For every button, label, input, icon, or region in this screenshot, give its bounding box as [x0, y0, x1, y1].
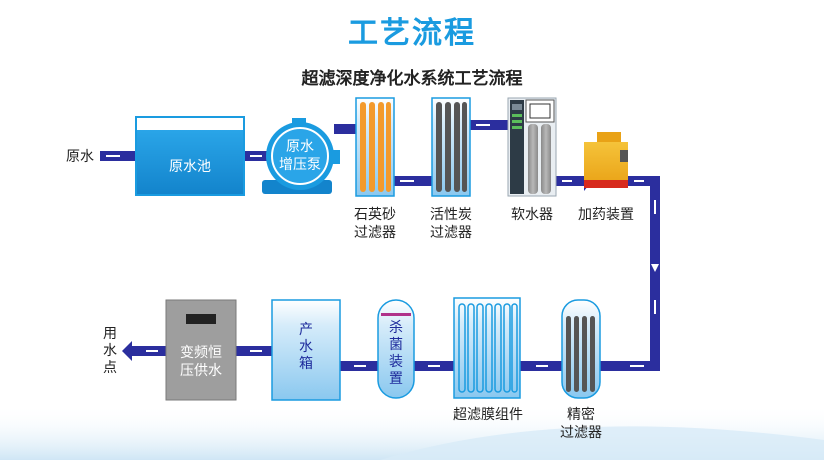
- quartz-sand-filter: [355, 97, 395, 197]
- precision-filter-label: 精密 过滤器: [560, 407, 602, 441]
- softener-label: 软水器: [511, 207, 553, 223]
- dosing-label: 加药装置: [578, 207, 634, 223]
- sterilizer-label: 杀菌装置: [389, 320, 403, 387]
- diagram-subtitle: 超滤深度净化水系统工艺流程: [301, 69, 523, 89]
- sterilizer: [377, 299, 415, 399]
- product-water-tank: [271, 299, 341, 401]
- raw-water-label: 原水: [66, 149, 94, 165]
- vfd-water-supply: [165, 299, 237, 401]
- activated-carbon-filter: [431, 97, 471, 197]
- booster-pump: [262, 118, 340, 194]
- product-tank-label: 产水箱: [299, 322, 313, 372]
- vfd-label: 变频恒 压供水: [180, 345, 222, 379]
- pump-label: 原水 增压泵: [279, 139, 321, 173]
- page-title: 工艺流程: [348, 16, 476, 51]
- raw-pool-label: 原水池: [169, 159, 211, 175]
- uf-module-label: 超滤膜组件: [453, 407, 523, 423]
- dosing-device: [584, 132, 628, 188]
- uf-membrane-module: [453, 297, 521, 399]
- carbon-filter-label: 活性炭 过滤器: [430, 207, 472, 241]
- quartz-filter-label: 石英砂 过滤器: [354, 207, 396, 241]
- raw-water-pool: [135, 116, 245, 196]
- use-point-label: 用水点: [103, 326, 117, 376]
- precision-filter: [561, 299, 601, 399]
- water-softener: [507, 97, 557, 197]
